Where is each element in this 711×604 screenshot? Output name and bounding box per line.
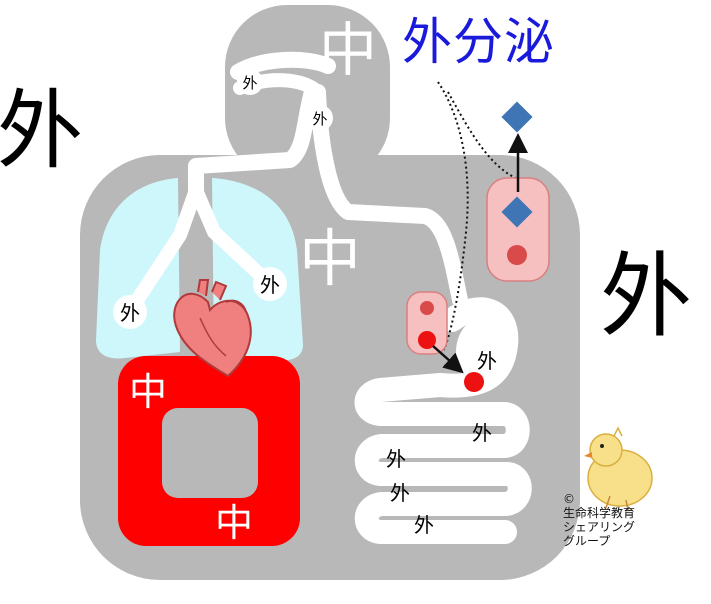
outside-label-lung-left: 外 — [120, 301, 140, 325]
heart-icon — [173, 279, 252, 378]
label-circles — [113, 69, 333, 329]
secreted-diamond — [501, 101, 533, 133]
outside-label-left: 外 — [0, 81, 83, 181]
outside-label-intestine-1: 外 — [472, 421, 492, 445]
outside-label-lung-right: 外 — [260, 273, 280, 297]
credit-line-1: 生命科学教育 — [563, 506, 636, 520]
secreted-dot — [464, 372, 484, 392]
duct-dotted-lines — [437, 81, 521, 351]
outside-label-intestine-2: 外 — [386, 447, 406, 471]
outside-label-right: 外 — [600, 243, 692, 350]
credit-block: © 生命科学教育 シェアリング グループ — [563, 492, 635, 548]
inner-label-heart-bottom: 中 — [215, 501, 253, 545]
inner-label-head: 中 — [319, 16, 377, 84]
inner-label-heart-top: 中 — [129, 370, 167, 414]
credit-line-3: グループ — [563, 534, 611, 548]
copyright-symbol: © — [563, 492, 575, 506]
inner-label-chest: 中 — [299, 222, 361, 295]
secretion-arrow-lower — [432, 345, 464, 374]
circulatory-frame — [118, 356, 300, 546]
page-title: 外分泌 — [402, 13, 555, 71]
outside-label-intestine-4: 外 — [414, 513, 434, 537]
outside-label-stomach: 外 — [477, 349, 497, 373]
outside-label-throat: 外 — [312, 110, 327, 128]
stomach — [456, 318, 508, 386]
outside-label-intestine-3: 外 — [390, 481, 410, 505]
outside-label-nose: 外 — [242, 74, 257, 92]
chick-icon — [584, 426, 653, 511]
secretory-cell-lower — [406, 291, 448, 355]
secretory-cell-upper — [486, 177, 550, 282]
airway-passages — [125, 51, 336, 315]
credit-line-2: シェアリング — [563, 520, 636, 534]
